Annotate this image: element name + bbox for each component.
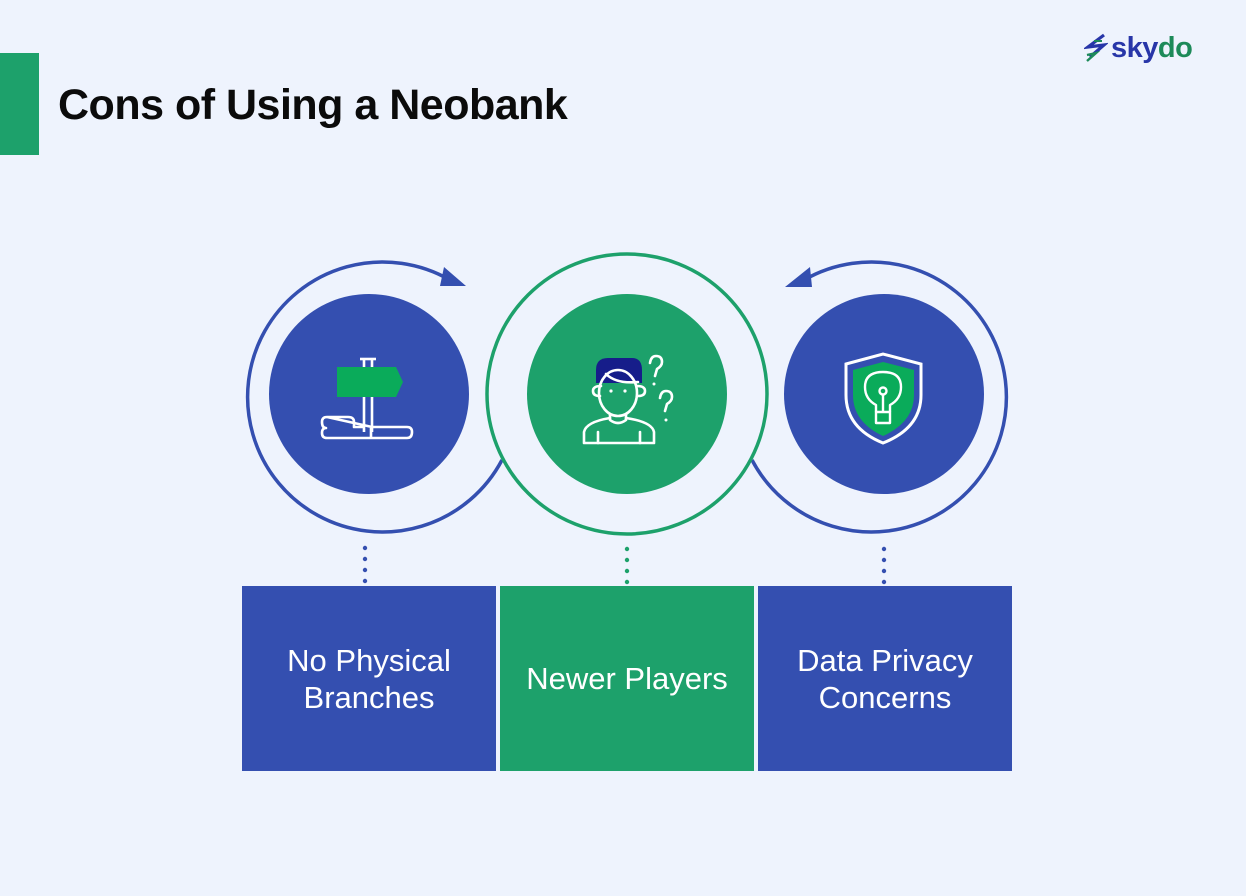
- arrow-left-icon: [785, 267, 812, 287]
- logo-text-sky: sky: [1111, 32, 1158, 64]
- page-title: Cons of Using a Neobank: [58, 81, 568, 129]
- middle-ring: [485, 252, 769, 536]
- arrow-right-icon: [440, 267, 466, 286]
- card-label-line1: Newer Players: [526, 661, 728, 696]
- card-label-line2: Branches: [303, 679, 435, 715]
- card-no-physical-branches: No Physical Branches: [242, 586, 496, 771]
- card-data-privacy-concerns: Data Privacy Concerns: [758, 586, 1012, 771]
- skydo-chevrons-icon: [1084, 33, 1108, 62]
- shield-lightbulb-icon: [844, 352, 923, 445]
- card-label-line1: Data Privacy: [797, 642, 973, 678]
- confused-person-icon: [582, 354, 674, 445]
- dotted-connector-right: [881, 546, 887, 585]
- left-cycle-ring: [245, 260, 504, 534]
- dotted-connector-left: [362, 545, 368, 584]
- title-accent-bar: [0, 53, 39, 155]
- card-label-line2: Concerns: [818, 679, 952, 715]
- right-cycle-ring: [750, 260, 1009, 534]
- logo-text-do: do: [1157, 32, 1193, 64]
- card-newer-players: Newer Players: [500, 586, 754, 771]
- card-label-line1: No Physical: [287, 642, 451, 678]
- signpost-sign: [337, 367, 403, 397]
- middle-circle: [527, 294, 727, 494]
- dotted-connector-middle: [624, 546, 630, 585]
